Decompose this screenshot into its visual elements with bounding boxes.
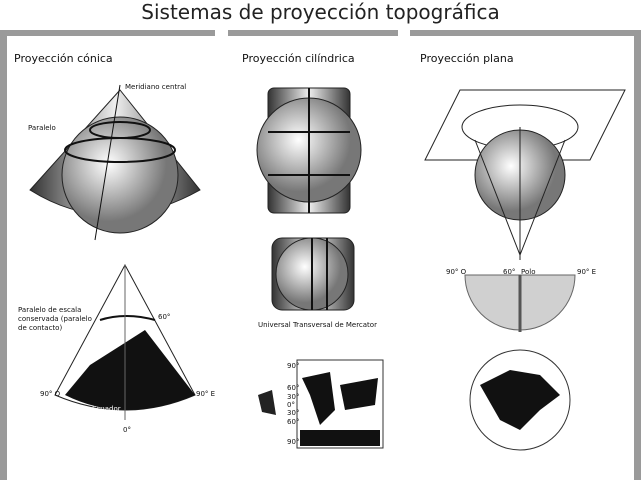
panel-frame-right-side [634, 30, 641, 480]
mercator-lat-4: 30° [287, 409, 300, 417]
mercator-map [258, 359, 384, 449]
panel-frame-middle [228, 30, 398, 36]
polar-fan [464, 274, 576, 332]
label-90-e: 90° E [196, 390, 216, 398]
label-paralelo-escala: Paralelo de escala conservada (paralelo … [18, 306, 92, 332]
label-polo: Polo [521, 268, 536, 276]
label-meridiano-central: Meridiano central [125, 83, 187, 91]
heading-cilindrica: Proyección cilíndrica [242, 52, 355, 65]
heading-conica: Proyección cónica [14, 52, 113, 65]
label-plana-90-o: 90° O [446, 268, 467, 276]
page-title: Sistemas de proyección topográfica [141, 0, 500, 24]
cylinder-diagram [256, 87, 362, 214]
label-paralelo: Paralelo [28, 124, 56, 132]
label-lat-60: 60° [158, 313, 171, 321]
cone-diagram [29, 84, 201, 241]
panel-frame-right [410, 30, 641, 36]
label-utm: Universal Transversal de Mercator [258, 321, 377, 329]
mercator-lat-6: 90° [287, 438, 300, 446]
heading-plana: Proyección plana [420, 52, 514, 65]
utm-cylinder [271, 237, 355, 311]
mercator-lat-1: 60° [287, 384, 300, 392]
label-0: 0° [123, 426, 131, 434]
label-90-o: 90° O [40, 390, 61, 398]
conic-map [54, 263, 196, 420]
panel-frame-left [0, 30, 215, 36]
label-plana-60: 60° [503, 268, 516, 276]
mercator-lat-2: 30° [287, 393, 300, 401]
plane-diagram [424, 89, 626, 260]
mercator-lat-3: 0° [287, 401, 295, 409]
mercator-lat-0: 90° [287, 362, 300, 370]
mercator-lat-5: 60° [287, 418, 300, 426]
polar-map [469, 349, 571, 451]
label-plana-90-e: 90° E [577, 268, 597, 276]
label-ecuador: Ecuador [92, 405, 121, 413]
panel-frame-left-side [0, 30, 7, 480]
